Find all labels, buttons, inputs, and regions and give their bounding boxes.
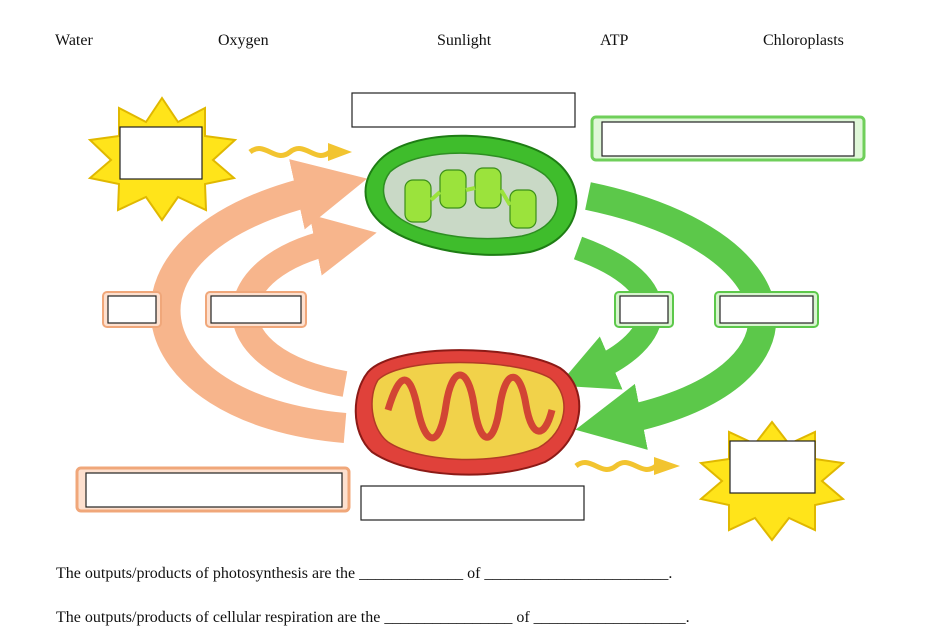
respiration-output-blank-1[interactable] [107,295,157,324]
respiration-output-blank-2[interactable] [210,295,302,324]
photosynthesis-output-blank-1[interactable] [619,295,669,324]
chloroplast-name-blank[interactable] [351,92,576,128]
photosynthesis-respiration-cycle-diagram [75,92,866,542]
sun-top-blank[interactable] [119,126,203,180]
sun-icon-top [87,96,238,222]
word-bank-oxygen: Oxygen [218,32,269,49]
mitochondrion-name-blank[interactable] [360,485,585,521]
word-bank-atp: ATP [600,32,629,49]
word-bank-chloroplasts: Chloroplasts [763,32,844,49]
photosynthesis-output-blank-2[interactable] [719,295,814,324]
mitochondrion-icon [354,349,581,476]
photosynthesis-products-sentence: The outputs/products of photosynthesis a… [56,565,673,582]
energy-wave-top [248,143,352,161]
sun-icon-bottom [698,420,846,542]
word-bank-sunlight: Sunlight [437,32,492,49]
sun-bottom-blank[interactable] [729,440,816,494]
respiration-products-sentence: The outputs/products of cellular respira… [56,609,690,626]
respiration-outer-arrow [150,159,368,443]
word-bank-water: Water [55,32,93,49]
chloroplast-icon [364,134,578,256]
photosynthesis-process-blank[interactable] [601,121,855,157]
respiration-process-blank[interactable] [85,472,343,508]
energy-wave-bottom [574,457,680,475]
